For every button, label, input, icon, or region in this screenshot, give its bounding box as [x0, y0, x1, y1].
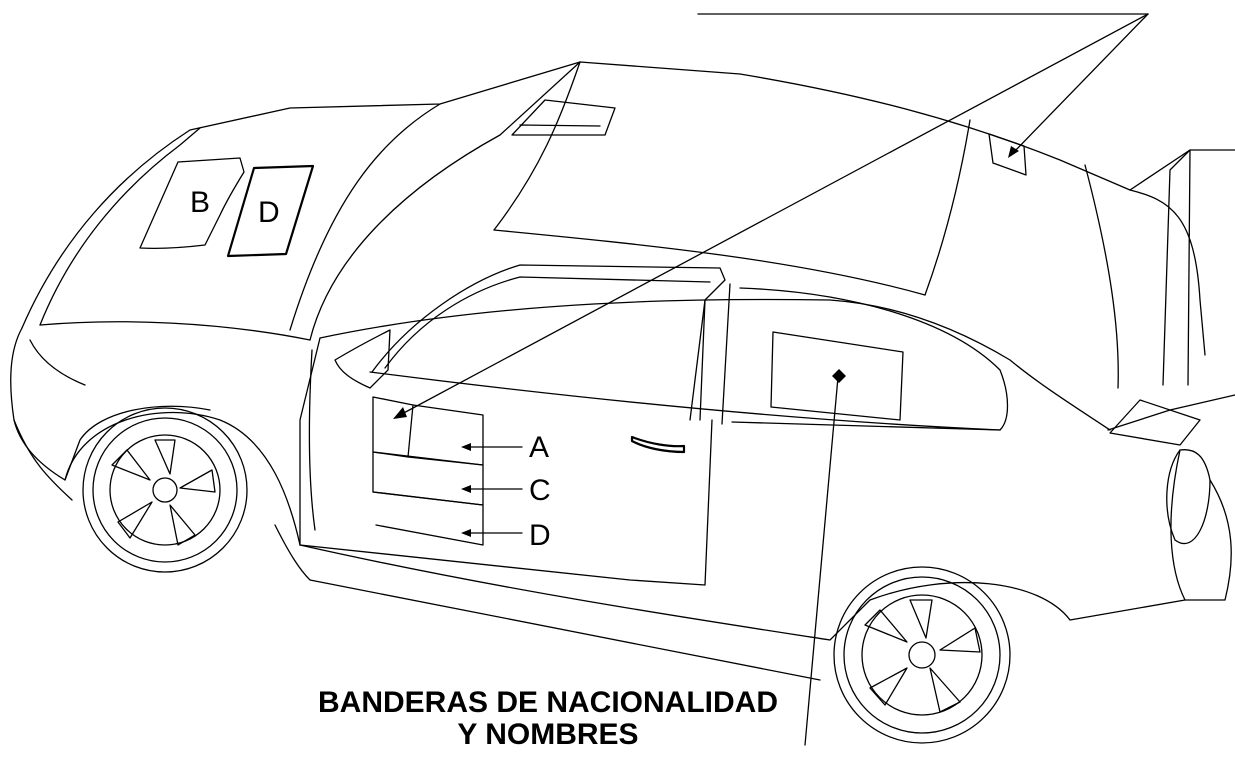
roof-decal-d [226, 164, 315, 258]
hood-crease [39, 127, 201, 326]
front-bumper [10, 327, 211, 481]
caption-line-1: BANDERAS DE NACIONALIDAD [318, 686, 778, 719]
side-sill [299, 544, 1186, 641]
front-rim [109, 434, 221, 546]
caption-line-2: Y NOMBRES [457, 718, 638, 751]
front-spokes [111, 439, 216, 546]
roof-vent [511, 99, 616, 136]
rear-pillar [924, 119, 971, 296]
front-door-inner [308, 349, 316, 531]
roof-label-b: B [190, 186, 210, 219]
leader-lines [393, 13, 1149, 746]
rear-hub [908, 641, 936, 669]
front-window-inner [384, 276, 711, 369]
rear-tire-inner [843, 576, 1001, 734]
rocker-panel [274, 524, 821, 681]
rear-bumper-box [1109, 399, 1201, 446]
front-tire-outer [82, 407, 248, 573]
leader-to-rear-window [1011, 13, 1149, 155]
rear-spokes [864, 599, 981, 713]
side-body-top [319, 298, 1111, 431]
arrow-a-head [461, 443, 471, 451]
headlight [29, 339, 86, 386]
roof-side-edge [493, 229, 926, 296]
door-label-d: D [529, 519, 551, 552]
diamond-marker [832, 369, 846, 383]
door-decal-flag [372, 396, 414, 458]
hood-front-edge [39, 321, 311, 341]
car-body [10, 61, 1235, 681]
door-handle [630, 435, 686, 454]
tail-light [1166, 449, 1211, 545]
front-lower [13, 419, 73, 501]
front-wheel-arch [64, 411, 301, 546]
roof-decal-b [139, 157, 245, 250]
door-decal-d [372, 491, 484, 546]
rear-window-decal [988, 133, 1027, 176]
rear-bumper-upper [1107, 394, 1235, 431]
arrowhead-door-panel [393, 407, 407, 419]
b-pillar [689, 283, 731, 425]
rear-spoiler [1129, 149, 1206, 386]
side-mirror [334, 329, 391, 389]
door-decal-c [372, 451, 484, 506]
rear-lower-panel [1170, 449, 1232, 601]
front-side-window [371, 264, 726, 421]
rear-tire-outer [833, 566, 1011, 744]
door-label-a: A [529, 431, 549, 464]
door-label-c: C [529, 474, 551, 507]
front-wheel [82, 407, 248, 573]
arrow-d-head [461, 529, 471, 537]
window-lower-line [369, 371, 1001, 431]
door-decals [372, 396, 484, 546]
leader-caption-to-window [804, 376, 839, 746]
front-tire-inner [92, 417, 238, 563]
door-decal-a [407, 404, 484, 466]
windshield-base [289, 103, 441, 331]
rear-rim [861, 594, 983, 716]
leader-to-door-panel [399, 13, 1149, 416]
rear-side-window [731, 287, 1009, 431]
roof-front-edge [493, 61, 581, 231]
door-arrows [461, 443, 523, 537]
rear-side-decal [770, 331, 904, 421]
front-door [299, 337, 713, 586]
roof-label-d: D [258, 196, 280, 229]
labels: B D A C D BANDERAS DE NACIONALIDAD Y NOM… [190, 186, 778, 751]
arrowhead-rear-window [1008, 146, 1019, 158]
rear-wheel [833, 566, 1011, 744]
rear-window-line [1084, 164, 1119, 389]
arrow-c-head [461, 485, 471, 493]
front-hub [152, 477, 178, 503]
windshield-side [309, 61, 581, 341]
